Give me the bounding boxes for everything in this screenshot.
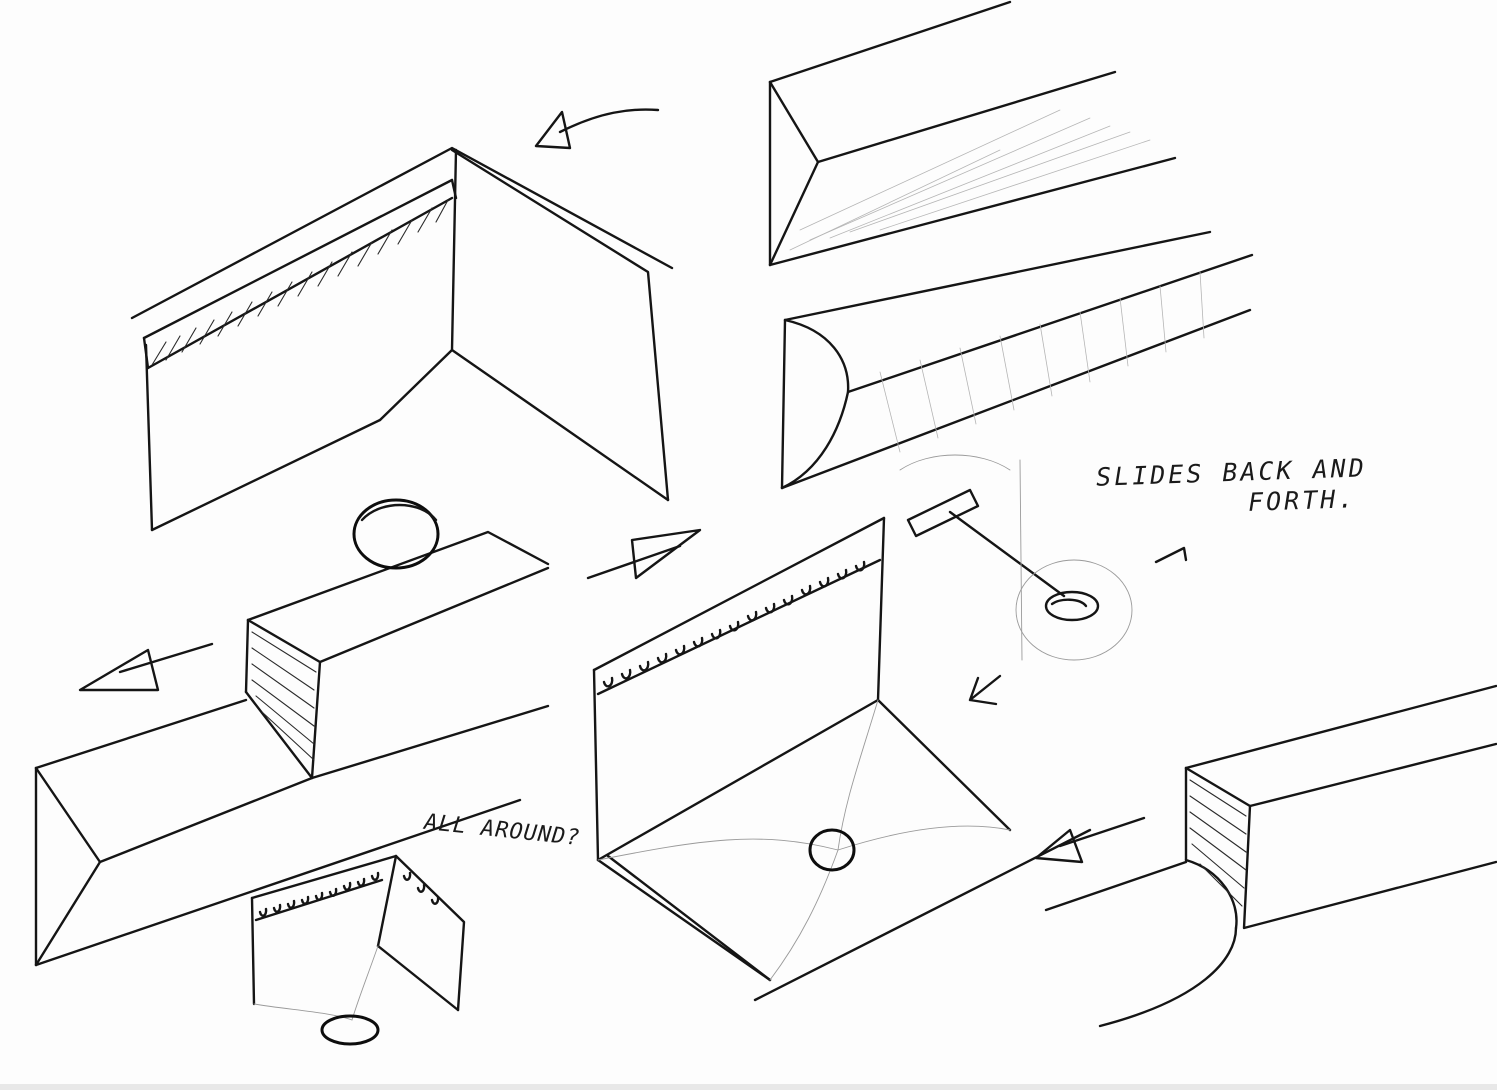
sketch-tray-center — [592, 454, 1188, 1002]
sketch-rail-rounded — [780, 230, 1254, 490]
sketch-rail-chamfer — [768, 0, 1177, 267]
sketch-block-rail — [1034, 684, 1497, 1028]
note-forth: FORTH. — [1247, 484, 1357, 517]
sketch-block-bar — [34, 498, 702, 967]
paper-edge — [0, 1084, 1497, 1090]
sketch-tray-small — [250, 854, 466, 1046]
sketch-box-top-left — [130, 108, 674, 532]
